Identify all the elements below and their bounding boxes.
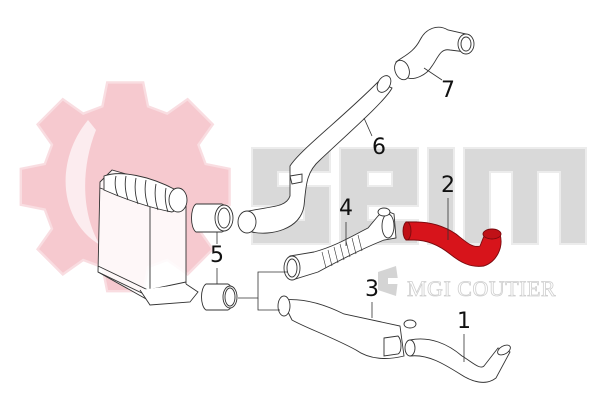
part-5-couplers: [191, 203, 238, 311]
callout-6: 6: [372, 135, 386, 160]
part-6-pipe: [237, 75, 393, 234]
callout-5: 5: [210, 243, 224, 268]
brand-text-mgi-coutier: MGI COUTIER: [407, 276, 557, 302]
mgi-coutier-mark: [378, 266, 398, 296]
part-3-pipe: [277, 295, 417, 359]
intercooler: [97, 169, 199, 306]
part-1-hose: [404, 338, 511, 383]
leader-lines: [216, 67, 465, 362]
callout-3: 3: [365, 277, 379, 302]
part-2-hose-highlighted: [402, 221, 502, 267]
callout-7: 7: [441, 78, 455, 103]
part-7-hose: [394, 26, 475, 81]
callout-2: 2: [441, 173, 455, 198]
callout-1: 1: [457, 309, 471, 334]
callout-4: 4: [339, 196, 353, 221]
part-4-hose: [283, 207, 397, 281]
